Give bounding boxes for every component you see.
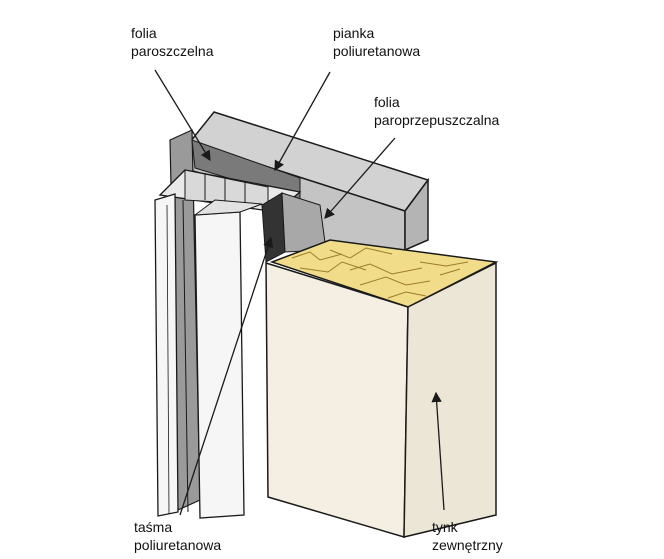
render-leader xyxy=(431,391,445,511)
lintel-side-face xyxy=(404,177,429,252)
render-side-face xyxy=(403,261,497,538)
vapor-barrier-label: folia paroszczelna xyxy=(131,25,214,59)
render-front-face xyxy=(265,261,409,538)
vapor-permeable-label: folia paroprzepuszczalna xyxy=(374,94,500,128)
render-label: tynk zewnętrzny xyxy=(432,519,503,553)
pu-foam-label: pianka poliuretanowa xyxy=(333,25,420,59)
frame-sash xyxy=(194,211,245,519)
pu-tape-label: taśma poliuretanowa xyxy=(134,519,221,553)
vapor-barrier-leader xyxy=(154,69,211,162)
exterior-render-block xyxy=(265,261,497,538)
pu-foam-leader xyxy=(274,71,331,172)
pu-tape-leader xyxy=(179,236,274,516)
sash-top xyxy=(193,199,263,216)
frame-side-outer xyxy=(154,193,179,517)
polyurethane-tape xyxy=(261,192,286,263)
window-frame xyxy=(154,169,302,519)
vapor-permeable-leader xyxy=(324,137,396,219)
